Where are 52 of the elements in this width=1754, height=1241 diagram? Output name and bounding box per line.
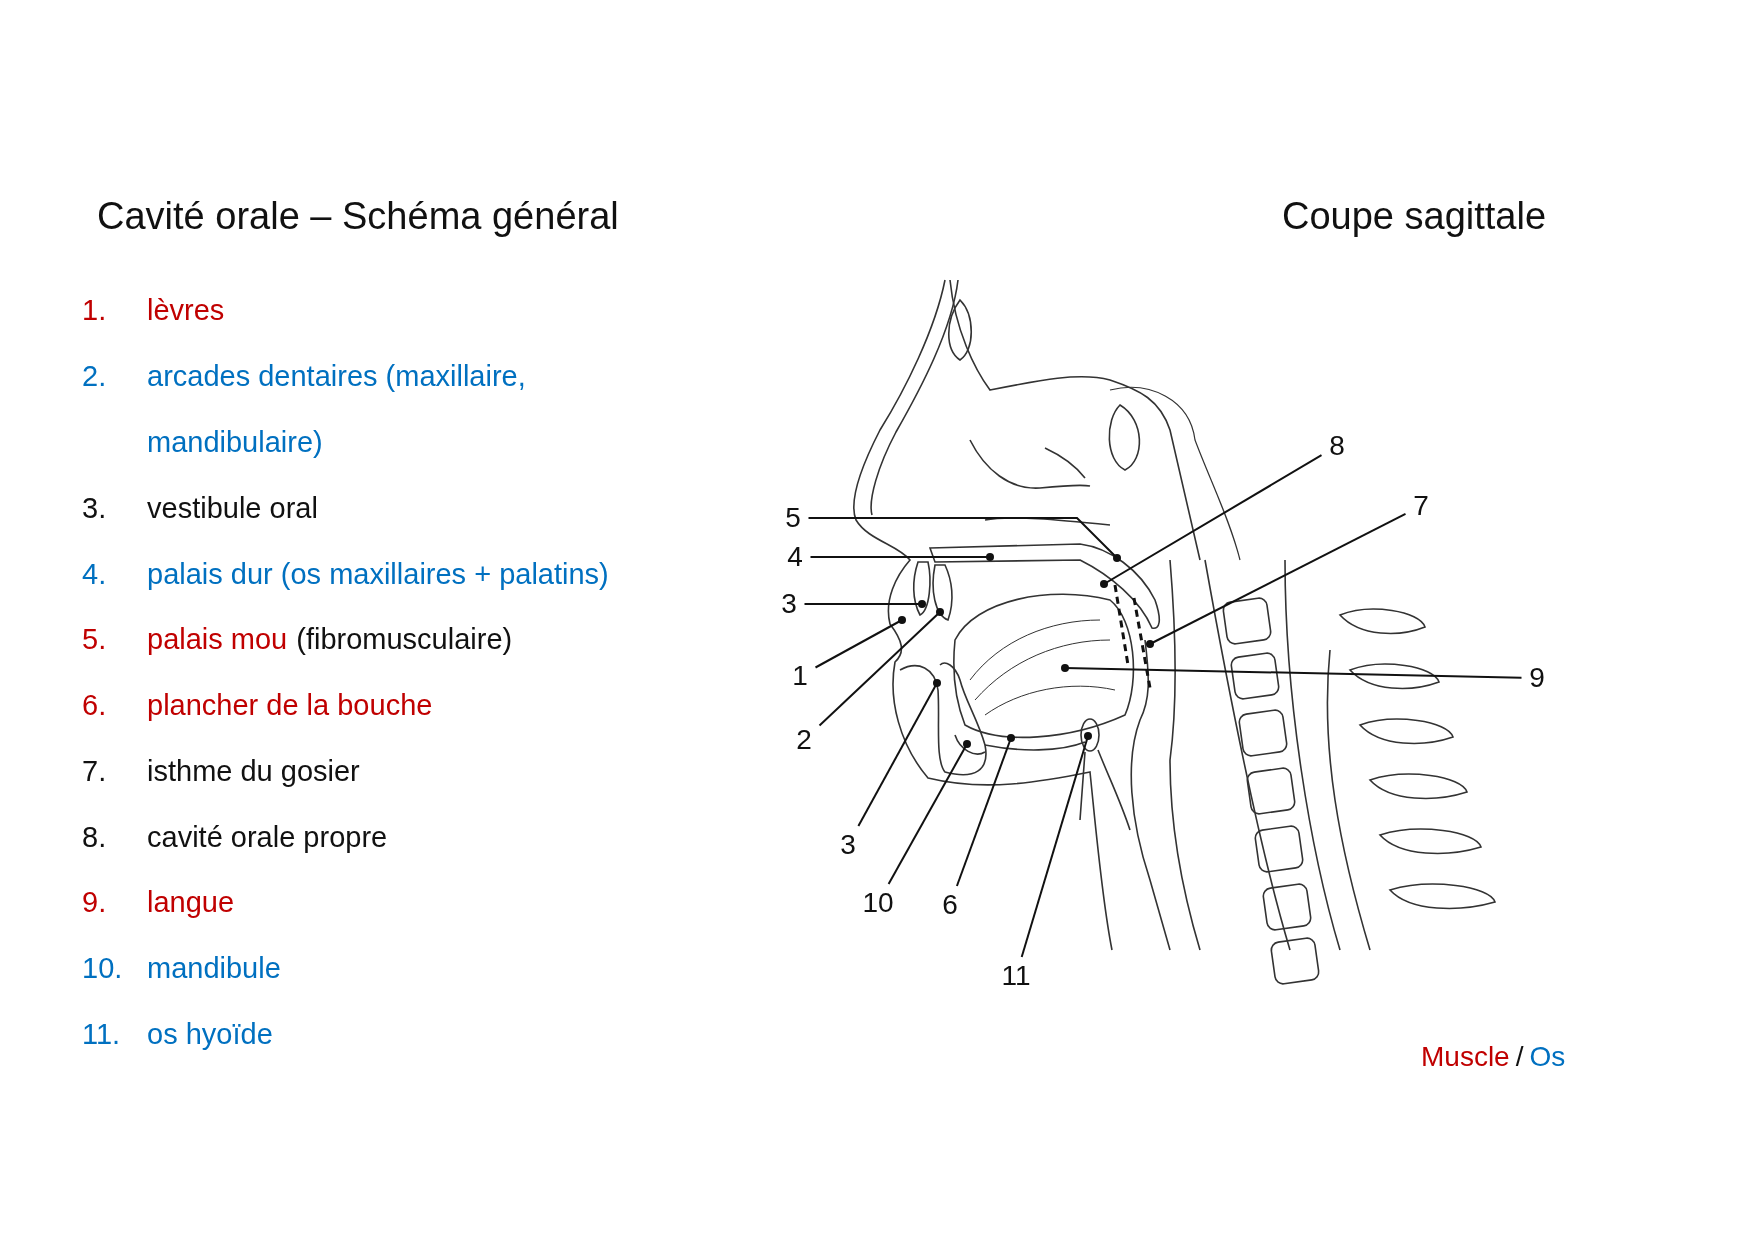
leader-line bbox=[803, 600, 926, 608]
list-number: 3. bbox=[82, 491, 108, 526]
list-number: 1. bbox=[82, 293, 108, 328]
leader-line bbox=[1146, 512, 1407, 648]
list-number: 8. bbox=[82, 820, 108, 855]
leader-line bbox=[814, 616, 906, 669]
leader-line bbox=[1020, 732, 1092, 958]
callout-number: 9 bbox=[1524, 661, 1550, 695]
callout-number: 8 bbox=[1324, 429, 1350, 463]
list-item-text: plancher de la bouche bbox=[147, 688, 433, 723]
leader-line bbox=[955, 734, 1015, 887]
callout-number: 6 bbox=[937, 888, 963, 922]
title: Cavité orale – Schéma général bbox=[97, 194, 619, 239]
list-item-text: os hyoïde bbox=[147, 1017, 273, 1052]
list-number: 7. bbox=[82, 754, 108, 789]
list-item-text: langue bbox=[147, 885, 235, 920]
callout-number: 1 bbox=[787, 659, 813, 693]
callout-number: 5 bbox=[780, 501, 806, 535]
section-heading: Coupe sagittale bbox=[1282, 194, 1547, 239]
list-item-text: palais mou bbox=[147, 622, 288, 657]
legend-separator: / bbox=[1515, 1040, 1524, 1074]
callout-number: 3 bbox=[776, 587, 802, 621]
list-number: 2. bbox=[82, 359, 108, 394]
leader-line bbox=[809, 553, 994, 561]
list-item-text: mandibule bbox=[147, 951, 281, 986]
list-item-text: (fibromusculaire) bbox=[296, 622, 513, 657]
list-item-text: lèvres bbox=[147, 293, 225, 328]
list-item-text: vestibule oral bbox=[147, 491, 318, 526]
legend-entry: Os bbox=[1529, 1040, 1566, 1074]
list-item-text: palais dur (os maxillaires + palatins) bbox=[147, 557, 609, 592]
list-number: 11. bbox=[82, 1017, 122, 1052]
leader-line bbox=[807, 517, 1121, 562]
list-number: 4. bbox=[82, 557, 108, 592]
leader-line bbox=[1061, 664, 1523, 679]
callout-number: 10 bbox=[857, 886, 899, 920]
legend-entry: Muscle bbox=[1421, 1040, 1510, 1074]
leader-line bbox=[887, 740, 971, 885]
leader-line bbox=[857, 679, 941, 827]
list-number: 10. bbox=[82, 951, 124, 986]
callout-number: 2 bbox=[791, 723, 817, 757]
leader-line bbox=[818, 608, 944, 727]
list-item-text: isthme du gosier bbox=[147, 754, 360, 789]
list-item-text: cavité orale propre bbox=[147, 820, 388, 855]
callout-number: 7 bbox=[1408, 489, 1434, 523]
callout-number: 4 bbox=[782, 540, 808, 574]
list-number: 6. bbox=[82, 688, 108, 723]
list-number: 5. bbox=[82, 622, 108, 657]
list-item-text: arcades dentaires (maxillaire, mandibulaire) bbox=[147, 359, 527, 460]
list-number: 9. bbox=[82, 885, 108, 920]
callout-number: 11 bbox=[995, 959, 1037, 993]
leader-line bbox=[1100, 454, 1323, 588]
callout-number: 3 bbox=[835, 828, 861, 862]
